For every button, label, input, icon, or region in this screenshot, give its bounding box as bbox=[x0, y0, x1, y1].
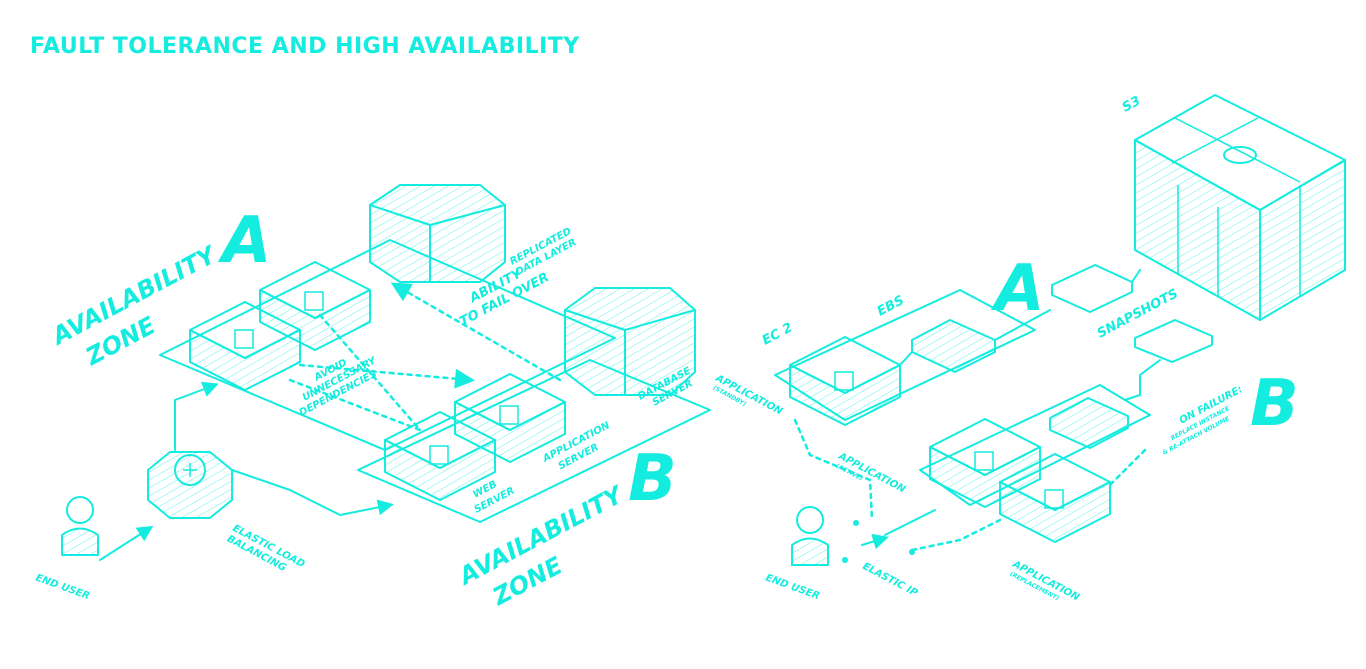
elastic-ip-endpoint-dot bbox=[853, 520, 859, 526]
snapshot-a-icon bbox=[1052, 265, 1132, 312]
end-user-left-label: END USER bbox=[34, 572, 91, 602]
end-user-right-icon bbox=[792, 507, 828, 565]
ebs-volume-a-icon bbox=[912, 320, 995, 372]
end-user-left-icon bbox=[62, 497, 98, 555]
zone-a-letter-left: A bbox=[217, 204, 272, 278]
zone-a-letter-right: A bbox=[990, 252, 1045, 326]
on-failure-label: ON FAILURE: REPLACE INSTANCE & RE-ATTACH… bbox=[1151, 384, 1253, 456]
ec2-label: EC 2 bbox=[760, 320, 795, 348]
ebs-volume-b-icon bbox=[1050, 398, 1128, 448]
avoid-dependencies-label: AVOID UNNECESSARY DEPENDENCIES bbox=[286, 344, 385, 419]
elastic-load-balancing-label: ELASTIC LOAD BALANCING bbox=[225, 523, 307, 581]
s3-bucket-block bbox=[1135, 95, 1345, 320]
elastic-ip-endpoint-dot bbox=[842, 557, 848, 563]
ec2-standby-instance bbox=[790, 337, 900, 425]
load-balancer-icon bbox=[148, 452, 232, 518]
elastic-ip-endpoint-dot bbox=[909, 549, 915, 555]
application-standby-label: APPLICATION (STANDBY) bbox=[709, 372, 785, 424]
snapshot-b-icon bbox=[1135, 320, 1212, 362]
elastic-ip-pointer-icon bbox=[862, 538, 885, 545]
zone-b-letter-right: B bbox=[1250, 367, 1299, 441]
snapshots-label: SNAPSHOTS bbox=[1095, 286, 1181, 341]
ebs-label: EBS bbox=[875, 293, 907, 319]
zone-b-app-server-instance bbox=[455, 374, 565, 462]
zone-a-database-instance bbox=[370, 185, 505, 282]
application-replacement-label: APPLICATION (REPLACEMENT) bbox=[1006, 558, 1082, 610]
zone-b-letter-left: B bbox=[628, 442, 677, 516]
elastic-ip-label: ELASTIC IP bbox=[861, 561, 920, 599]
end-user-right-label: END USER bbox=[764, 572, 821, 602]
zone-a-app-server-instance bbox=[260, 262, 370, 350]
s3-label: S3 bbox=[1120, 94, 1143, 116]
